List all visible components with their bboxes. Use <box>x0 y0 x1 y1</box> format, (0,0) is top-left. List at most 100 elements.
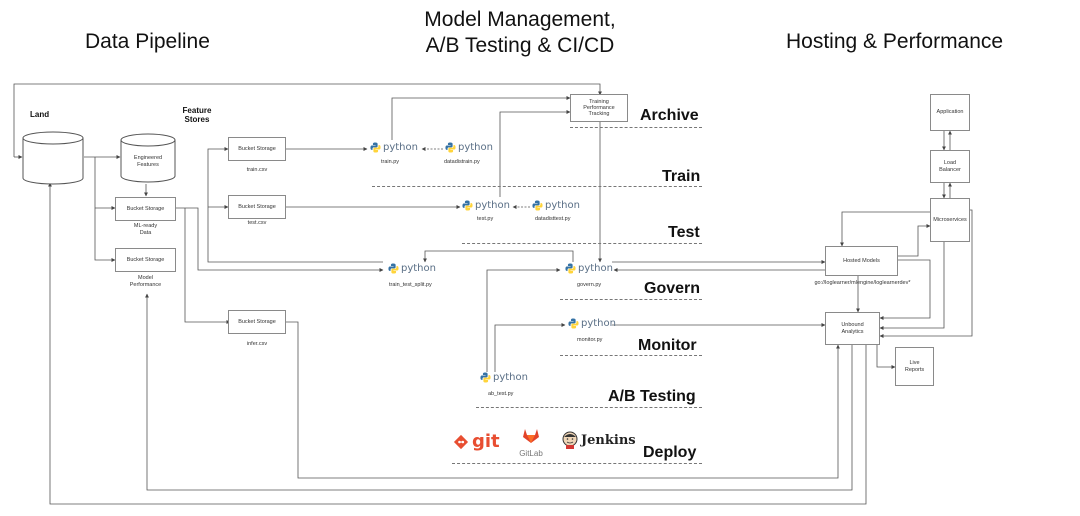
datadisttest-py-label: datadisttest.py <box>535 216 571 222</box>
gitlab-icon <box>523 429 539 443</box>
bucket-storage-model-performance[interactable]: Bucket Storage <box>115 248 176 272</box>
connector-land-branch <box>94 157 116 262</box>
stage-deploy: Deploy <box>643 444 697 461</box>
test-csv-label: test.csv <box>247 220 267 226</box>
live-reports-label-line2: Reports <box>904 366 925 373</box>
git-icon <box>453 434 469 449</box>
connector-analytics-to-modelperf <box>145 293 853 491</box>
stage-ab-testing: A/B Testing <box>608 388 696 405</box>
stage-test: Test <box>668 224 700 241</box>
connector-mlready-to-infer <box>184 208 231 324</box>
connector-govern-to-split <box>423 250 574 263</box>
python-node-govern[interactable]: python <box>565 263 613 274</box>
connector-land-top-loop <box>13 83 602 157</box>
connector-split-to-buckets <box>207 147 383 263</box>
connector-hosted-to-analytics-2 <box>879 259 931 320</box>
python-logo-icon <box>565 263 576 274</box>
header-model-management-line2: A/B Testing & CI/CD <box>425 34 615 57</box>
connector-ab-to-govern <box>486 268 561 372</box>
feature-stores-label-line2: Stores <box>184 115 210 124</box>
python-logo-text: python <box>383 142 418 153</box>
govern-py-label: govern.py <box>577 282 602 288</box>
land-database-icon <box>22 131 84 185</box>
infer-csv-label: infer.csv <box>246 341 268 347</box>
connector-micro-to-analytics <box>879 242 945 330</box>
stage-divider-govern <box>560 299 702 300</box>
header-data-pipeline: Data Pipeline <box>85 30 210 53</box>
test-py-label: test.py <box>477 216 494 222</box>
python-node-test[interactable]: python <box>462 200 510 211</box>
python-logo-icon <box>462 200 473 211</box>
connector-micro-to-hosted <box>840 211 930 247</box>
python-logo-icon <box>532 200 543 211</box>
python-node-datadisttest[interactable]: python <box>532 200 580 211</box>
connector-test-to-tracking <box>499 110 571 197</box>
connector-mlready-to-split <box>176 207 384 272</box>
git-logo: git <box>453 431 500 452</box>
header-model-management-line1: Model Management, <box>424 8 616 31</box>
stage-divider-monitor <box>560 355 702 356</box>
land-label: Land <box>30 110 50 119</box>
monitor-py-label: monitor.py <box>577 337 603 343</box>
training-performance-tracking-box[interactable]: Training Performance Tracking <box>570 94 628 122</box>
load-balancer-label-line2: Balancer <box>939 166 961 173</box>
python-node-ab-test[interactable]: python <box>480 372 528 383</box>
engineered-features-label-line1: Engineered <box>133 155 163 161</box>
python-logo-icon <box>568 318 579 329</box>
microservices-box[interactable]: Microservices <box>930 198 970 242</box>
ml-ready-label-line1: ML-ready <box>133 223 158 229</box>
connector-analytics-to-live <box>876 345 896 369</box>
python-logo-text: python <box>545 200 580 211</box>
stage-govern: Govern <box>644 280 701 297</box>
unbound-analytics-label-line2: Analytics <box>841 328 864 335</box>
live-reports-box[interactable]: Live Reports <box>895 347 934 386</box>
python-logo-text: python <box>475 200 510 211</box>
train-test-split-py-label: train_test_split.py <box>389 282 432 288</box>
train-csv-label: train.csv <box>246 167 268 173</box>
connector-analytics-to-land <box>48 182 867 505</box>
python-logo-text: python <box>493 372 528 383</box>
hosted-models-box[interactable]: Hosted Models <box>825 246 898 276</box>
live-reports-label-line1: Live <box>909 360 920 367</box>
unbound-analytics-box[interactable]: Unbound Analytics <box>825 312 880 345</box>
connector-infer-to-deploy <box>286 321 840 479</box>
stage-divider-train <box>372 186 702 187</box>
load-balancer-box[interactable]: Load Balancer <box>930 150 970 183</box>
ml-ready-label-line2: Data <box>139 230 152 236</box>
bucket-storage-ml-ready[interactable]: Bucket Storage <box>115 197 176 221</box>
bucket-storage-test[interactable]: Bucket Storage <box>228 195 286 219</box>
gitlab-logo: GitLab <box>517 428 545 458</box>
tracking-label-line1: Training <box>589 98 609 105</box>
python-logo-icon <box>370 142 381 153</box>
application-box[interactable]: Application <box>930 94 970 131</box>
python-node-train-test-split[interactable]: python <box>388 263 436 274</box>
python-node-train[interactable]: python <box>370 142 418 153</box>
git-text: git <box>472 431 500 452</box>
hosted-models-path: go://loglearner/mlengine/loglearnerdev* <box>814 280 911 286</box>
ab-test-py-label: ab_test.py <box>488 391 514 397</box>
bucket-storage-train[interactable]: Bucket Storage <box>228 137 286 161</box>
stage-archive: Archive <box>640 107 699 124</box>
load-balancer-label-line1: Load <box>943 160 957 167</box>
tracking-label-line2: Performance <box>583 104 615 111</box>
stage-divider-archive <box>570 127 702 128</box>
connector-train-to-tracking <box>391 96 571 140</box>
engineered-features-label-line2: Features <box>137 162 159 168</box>
jenkins-logo: Jenkins <box>562 431 636 449</box>
stage-train: Train <box>662 168 701 185</box>
bucket-storage-infer[interactable]: Bucket Storage <box>228 310 286 334</box>
feature-stores-label-line1: Feature <box>182 106 212 115</box>
stage-divider-deploy <box>452 463 702 464</box>
gitlab-text: GitLab <box>519 449 543 458</box>
python-logo-text: python <box>458 142 493 153</box>
feature-store-database-icon <box>120 133 176 183</box>
connector-hosted-to-micro <box>898 224 931 257</box>
python-node-datadistrain[interactable]: python <box>445 142 493 153</box>
header-hosting-performance: Hosting & Performance <box>786 30 1004 53</box>
python-node-monitor[interactable]: python <box>568 318 616 329</box>
unbound-analytics-label-line1: Unbound <box>841 322 864 329</box>
model-performance-label-line2: Performance <box>129 282 162 288</box>
jenkins-icon <box>562 431 578 449</box>
tracking-label-line3: Tracking <box>588 111 610 118</box>
